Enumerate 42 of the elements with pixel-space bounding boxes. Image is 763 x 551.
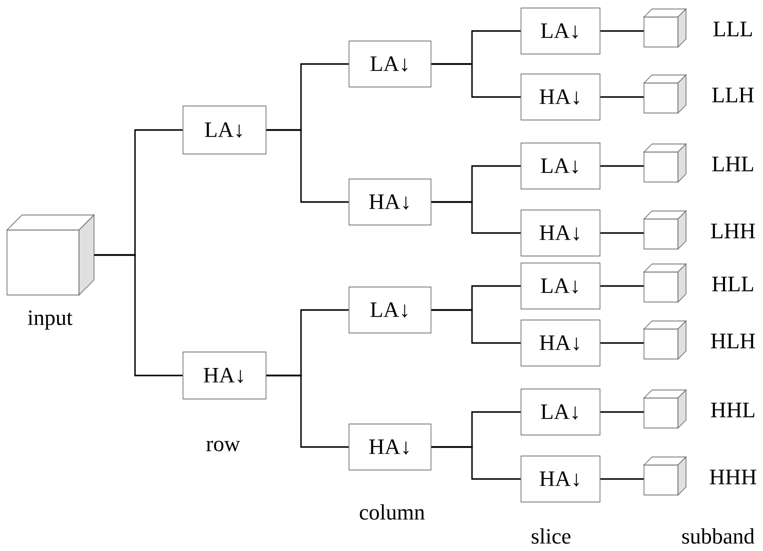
connector-line [600,96,644,98]
stage-label: column [360,504,425,520]
connector-line [266,129,349,203]
stage-label: slice [532,528,570,544]
connector-line [600,285,644,287]
filter-box: LA↓ [348,286,432,334]
filter-box: LA↓ [182,106,266,154]
filter-box: HA↓ [348,178,432,226]
connector-line [266,374,349,448]
connector-line [600,342,644,344]
cube-label: LLL [713,22,752,36]
connector-line [431,446,521,480]
cube-label: HHL [711,402,754,418]
connector-line [431,309,521,344]
connector-line [94,254,183,376]
filter-box: HA↓ [348,424,432,470]
connector-line [600,478,644,480]
stage-label: row [206,440,240,452]
filter-box: LA↓ [520,262,600,310]
cube-label: HHH [710,470,756,484]
filter-box: HA↓ [182,352,266,400]
connector-line [600,232,644,234]
connector-line [431,201,521,234]
filter-box: HA↓ [520,320,600,366]
filter-box: HA↓ [520,210,600,256]
filter-box: HA↓ [520,456,600,502]
cube-label: LHH [711,224,755,238]
cube-label: HLH [711,334,755,348]
cube-label: LHL [712,156,754,172]
connector-line [431,63,521,98]
cube-label: input [28,310,72,330]
cube-label: LLH [712,88,754,102]
connector-line [600,165,644,167]
filter-box: LA↓ [520,142,600,190]
filter-box: HA↓ [520,74,600,120]
connector-line [600,30,644,32]
filter-box: LA↓ [348,40,432,88]
filter-box: LA↓ [520,8,600,54]
filter-box: LA↓ [520,388,600,436]
connector-line [600,411,644,413]
stage-label: subband [682,528,754,544]
cube-label: HLL [712,276,754,292]
